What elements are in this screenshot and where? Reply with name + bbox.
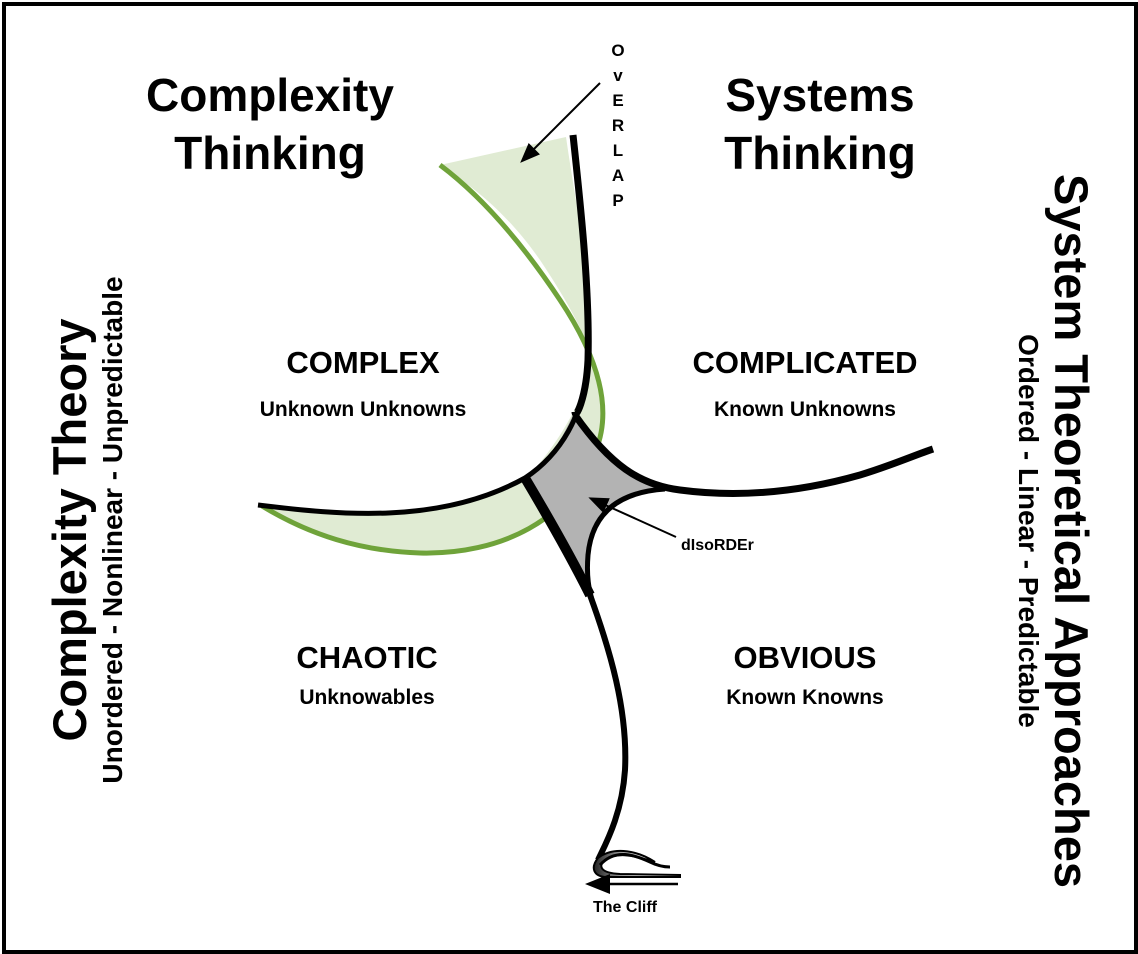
overlap-arrow — [520, 82, 601, 163]
overlap-letter: L — [612, 141, 624, 160]
domain-complex-title: COMPLEX — [286, 345, 440, 380]
overlap-letter: E — [612, 91, 624, 110]
boundary-lower-left — [520, 475, 595, 598]
side-right-subtitle: Ordered - Linear - Predictable — [1013, 334, 1044, 728]
domain-obvious-subtitle: Known Knowns — [726, 686, 884, 709]
domain-complex-subtitle: Unknown Unknowns — [259, 398, 467, 421]
domain-complicated-title: COMPLICATED — [692, 345, 918, 380]
side-right-title: System Theoretical Approaches — [1045, 174, 1098, 888]
boundary-stem — [587, 593, 629, 862]
domain-chaotic-subtitle: Unknowables — [299, 686, 435, 709]
cliff-curl — [598, 853, 671, 869]
heading-line: Complexity — [146, 69, 394, 121]
boundary-left — [257, 359, 591, 516]
overlap-letter: R — [611, 116, 625, 135]
heading-line: Thinking — [174, 127, 366, 179]
cliff-shape — [592, 850, 681, 878]
boundary-right — [572, 412, 935, 497]
domain-obvious-title: OBVIOUS — [733, 640, 877, 675]
overlap-letter: v — [613, 66, 623, 85]
disorder-arrow — [588, 497, 677, 538]
heading-systems-thinking: Systems Thinking — [690, 66, 950, 182]
cliff-label: The Cliff — [593, 899, 657, 916]
domain-complicated-subtitle: Known Unknowns — [714, 398, 896, 421]
side-left-title: Complexity Theory — [43, 318, 96, 742]
side-label-right: System Theoretical Approaches Ordered - … — [1012, 174, 1098, 888]
domain-chaotic-title: CHAOTIC — [296, 640, 438, 675]
side-label-left: Complexity Theory Unordered - Nonlinear … — [43, 276, 129, 783]
overlap-letter: A — [611, 166, 625, 185]
boundary-inner — [585, 486, 666, 601]
heading-complexity-thinking: Complexity Thinking — [120, 66, 420, 182]
overlap-letter: P — [612, 191, 624, 210]
overlap-letter: O — [611, 41, 625, 60]
heading-line: Systems — [725, 69, 915, 121]
overlap-label: O v E R L A P — [606, 38, 630, 213]
side-left-subtitle: Unordered - Nonlinear - Unpredictable — [97, 276, 128, 784]
disorder-label: dIsoRDEr — [681, 537, 754, 554]
heading-line: Thinking — [724, 127, 916, 179]
